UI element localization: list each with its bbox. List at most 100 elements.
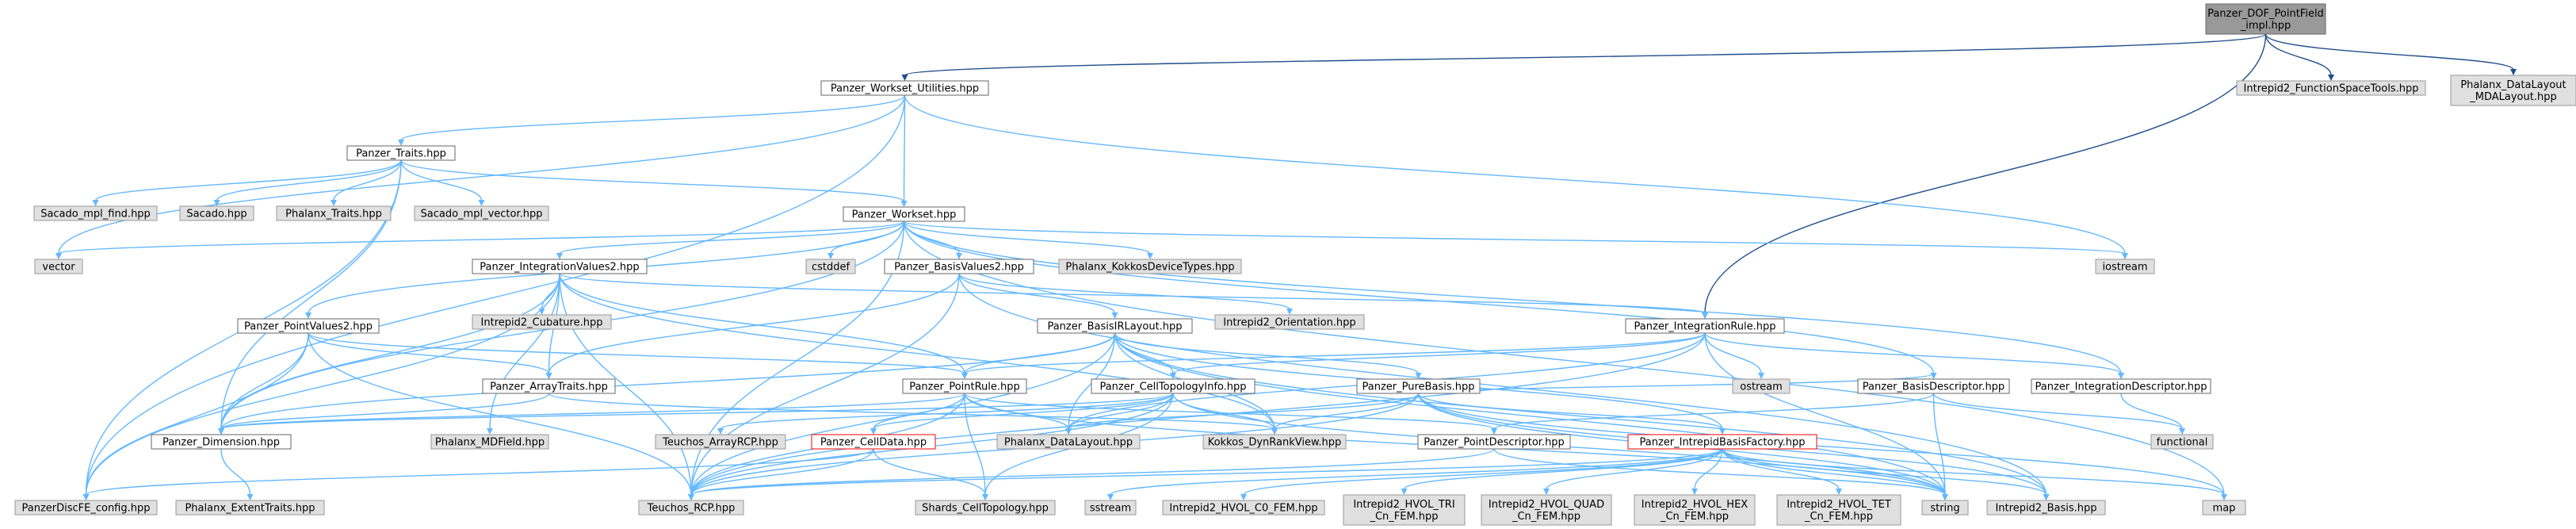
node-label-line: Panzer_Workset.hpp	[852, 209, 957, 221]
node-box	[2450, 75, 2576, 106]
node-label-line: Panzer_Dimension.hpp	[162, 437, 280, 449]
edge-ibfactory-to-map	[1722, 448, 2225, 496]
node-box	[843, 206, 965, 222]
node-box	[902, 378, 1027, 394]
node-quadfem: Intrepid2_HVOL_QUAD_Cn_FEM.hpp	[1481, 494, 1612, 526]
edge-ibfactory-to-string	[1722, 448, 1946, 496]
node-pointdesc[interactable]: Panzer_PointDescriptor.hpp	[1417, 434, 1571, 450]
node-traits[interactable]: Panzer_Traits.hpp	[346, 145, 456, 161]
node-intdesc[interactable]: Panzer_IntegrationDescriptor.hpp	[2031, 378, 2211, 394]
node-label-line: Panzer_CellTopologyInfo.hpp	[1099, 381, 1246, 393]
node-label-line: _impl.hpp	[2240, 20, 2291, 32]
node-box	[811, 434, 936, 450]
edge-ibfactory-to-tetfem	[1722, 448, 1840, 490]
edge-dimension-to-extent	[220, 448, 251, 496]
node-box	[1162, 500, 1325, 516]
edge-celldata-to-discfe	[85, 448, 874, 496]
edge-purebasis-to-basisdesc	[1417, 373, 1935, 394]
node-c0fem: Intrepid2_HVOL_C0_FEM.hpp	[1162, 500, 1325, 516]
arrowhead-traits-to-mpl_vector	[478, 200, 485, 206]
node-box	[1343, 494, 1466, 526]
node-label-line: Panzer_Traits.hpp	[356, 148, 446, 160]
node-label: Phalanx_DataLayout_MDALayout.hpp	[2460, 79, 2566, 103]
node-pointrule[interactable]: Panzer_PointRule.hpp	[902, 378, 1027, 394]
node-string: string	[1921, 500, 1969, 516]
node-i2basis: Intrepid2_Basis.hpp	[1986, 500, 2106, 516]
edge-root-to-mdalayout	[2265, 33, 2514, 71]
node-label: Sacado_mpl_vector.hpp	[421, 209, 543, 220]
node-box	[237, 318, 380, 334]
arrowhead-celldata-to-shards	[982, 494, 988, 500]
node-label: sstream	[1090, 503, 1131, 515]
node-mdfield: Phalanx_MDField.hpp	[430, 434, 549, 450]
edge-root-to-intrule	[1704, 33, 2267, 314]
node-label: Panzer_Workset_Utilities.hpp	[831, 83, 979, 95]
arrowhead-intdesc-to-functional	[2179, 428, 2185, 435]
node-label-line: Panzer_ArrayTraits.hpp	[490, 381, 608, 393]
node-birlayout[interactable]: Panzer_BasisIRLayout.hpp	[1037, 318, 1193, 334]
node-celltopo[interactable]: Panzer_CellTopologyInfo.hpp	[1091, 378, 1256, 394]
node-arraytraits[interactable]: Panzer_ArrayTraits.hpp	[482, 378, 616, 394]
edge-purebasis-to-ibfactory	[1417, 393, 1723, 430]
node-label-line: sstream	[1090, 503, 1131, 515]
node-basisdesc[interactable]: Panzer_BasisDescriptor.hpp	[1857, 378, 2010, 394]
node-ostream: ostream	[1732, 378, 1791, 394]
edge-traits-to-dimension	[220, 159, 402, 430]
node-label: Phalanx_DataLayout.hpp	[1004, 437, 1133, 449]
node-box	[2150, 434, 2214, 450]
node-workset_utils[interactable]: Panzer_Workset_Utilities.hpp	[820, 80, 989, 96]
node-cstddef: cstddef	[805, 259, 856, 274]
node-label-line: string	[1930, 503, 1959, 515]
node-iv2[interactable]: Panzer_IntegrationValues2.hpp	[472, 259, 648, 274]
node-root[interactable]: Panzer_DOF_PointField_impl.hpp	[2205, 3, 2326, 35]
node-label: Panzer_CellTopologyInfo.hpp	[1099, 381, 1246, 393]
edge-workset-to-iostream	[903, 220, 2126, 255]
node-label: Panzer_ArrayTraits.hpp	[490, 381, 608, 393]
arrowhead-workset-to-vector	[55, 253, 62, 259]
node-bv2[interactable]: Panzer_BasisValues2.hpp	[884, 259, 1034, 274]
node-label: Intrepid2_HVOL_QUAD_Cn_FEM.hpp	[1489, 499, 1604, 523]
node-workset[interactable]: Panzer_Workset.hpp	[843, 206, 965, 222]
node-celldata[interactable]: Panzer_CellData.hpp	[811, 434, 936, 450]
node-ibfactory[interactable]: Panzer_IntrepidBasisFactory.hpp	[1627, 434, 1817, 450]
edge-basisdesc-to-functional	[1932, 393, 2183, 430]
edge-pointrule-to-celldata	[873, 393, 965, 430]
node-pv2[interactable]: Panzer_PointValues2.hpp	[237, 318, 380, 334]
node-label: functional	[2157, 437, 2208, 449]
node-label: Teuchos_ArrayRCP.hpp	[662, 437, 778, 449]
node-dimension[interactable]: Panzer_Dimension.hpp	[151, 434, 292, 450]
edge-intrule-to-ostream	[1704, 332, 1762, 374]
node-iostream: iostream	[2095, 259, 2155, 274]
node-intrule[interactable]: Panzer_IntegrationRule.hpp	[1625, 318, 1785, 334]
node-label-line: Panzer_Workset_Utilities.hpp	[831, 83, 979, 95]
node-label: Phalanx_ExtentTraits.hpp	[185, 503, 315, 515]
node-label-line: Panzer_BasisValues2.hpp	[894, 262, 1024, 274]
edge-celldata-to-shards	[873, 448, 986, 496]
node-label: Intrepid2_HVOL_HEX_Cn_FEM.hpp	[1642, 499, 1749, 523]
edges-layer	[55, 33, 2517, 500]
edge-purebasis-to-phxlayout	[1068, 393, 1420, 430]
node-label: Panzer_PointDescriptor.hpp	[1424, 437, 1565, 449]
node-phxlayout: Phalanx_DataLayout.hpp	[996, 434, 1141, 450]
edge-workset-to-iv2	[559, 220, 905, 255]
node-functional: functional	[2150, 434, 2214, 450]
edge-workset-to-basisdesc	[903, 220, 1935, 374]
arrowhead-ibfactory-to-map	[2221, 494, 2227, 500]
node-box	[14, 500, 158, 516]
node-label-line: cstddef	[812, 262, 850, 274]
edge-workset-to-kokkosdev	[903, 220, 1151, 255]
node-label: Panzer_IntegrationValues2.hpp	[480, 262, 639, 274]
node-label-line: _Cn_FEM.hpp	[1369, 511, 1438, 523]
arrowhead-workset_utils-to-traits	[398, 140, 404, 146]
node-box	[805, 259, 856, 274]
edge-pv2-to-arraytraits	[308, 332, 550, 374]
arrowhead-purebasis-to-phxlayout	[1065, 428, 1072, 435]
node-label: Phalanx_Traits.hpp	[285, 209, 382, 220]
node-purebasis[interactable]: Panzer_PureBasis.hpp	[1356, 378, 1481, 394]
node-label-line: Intrepid2_Basis.hpp	[1995, 503, 2096, 515]
node-label-line: Intrepid2_HVOL_TRI	[1353, 499, 1454, 511]
arrowhead-purebasis-to-basisdesc	[1930, 373, 1937, 379]
node-label: ostream	[1740, 381, 1783, 393]
node-label: Panzer_Traits.hpp	[356, 148, 446, 160]
node-box	[2095, 259, 2155, 274]
